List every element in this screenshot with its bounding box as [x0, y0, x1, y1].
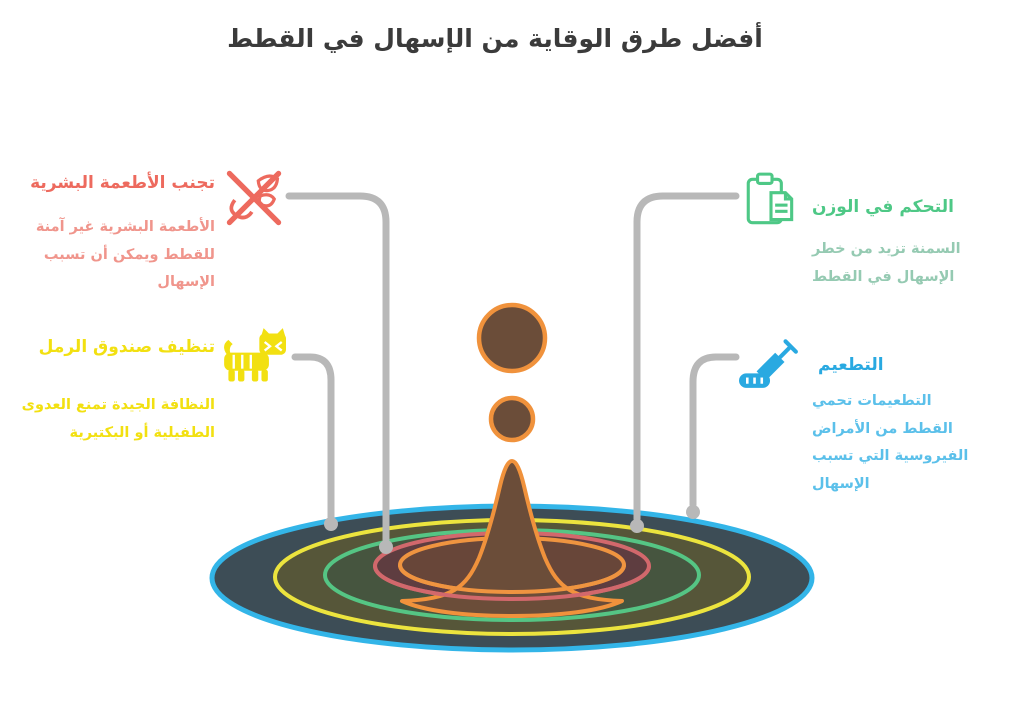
connector-line-avoid-human-food: [285, 192, 390, 544]
page-title: أفضل طرق الوقاية من الإسهال في القطط: [227, 24, 763, 53]
no-human-food-icon: [222, 166, 286, 234]
ripple-marker-red: [379, 540, 393, 554]
connector-line-weight-control: [633, 192, 740, 523]
small-droplet: [488, 395, 536, 443]
syringe-icon: [738, 330, 800, 396]
ripple-marker-blue: [686, 505, 700, 519]
callout-heading-weight-control: التحكم في الوزن: [812, 197, 954, 217]
callout-body-avoid-human-food: الأطعمة البشرية غير آمنة للقطط ويمكن أن …: [35, 219, 215, 291]
callout-heading-avoid-human-food: تجنب الأطعمة البشرية: [30, 173, 215, 193]
large-droplet: [476, 302, 548, 374]
ripple-marker-yellow: [324, 517, 338, 531]
cat-litter-icon: [222, 326, 286, 394]
callout-heading-litter-box: تنظيف صندوق الرمل: [38, 337, 215, 357]
callout-heading-vaccination: التطعيم: [818, 355, 884, 375]
orange-ring-front-arc: [398, 564, 626, 594]
callout-body-weight-control: السمنة تزيد من خطر الإسهال في القطط: [812, 241, 961, 285]
callout-body-litter-box: النظافة الجيدة تمنع العدوى الطفيلية أو ا…: [21, 397, 215, 441]
red-ring-front-arc: [373, 565, 651, 601]
splash-column: [400, 459, 624, 618]
connector-line-vaccination: [689, 353, 740, 509]
connector-line-litter-box: [291, 353, 335, 521]
ripple-marker-green: [630, 519, 644, 533]
clipboard-icon: [740, 170, 802, 236]
callout-body-vaccination: التطعيمات تحمي القطط من الأمراض الفيروسي…: [812, 393, 969, 492]
